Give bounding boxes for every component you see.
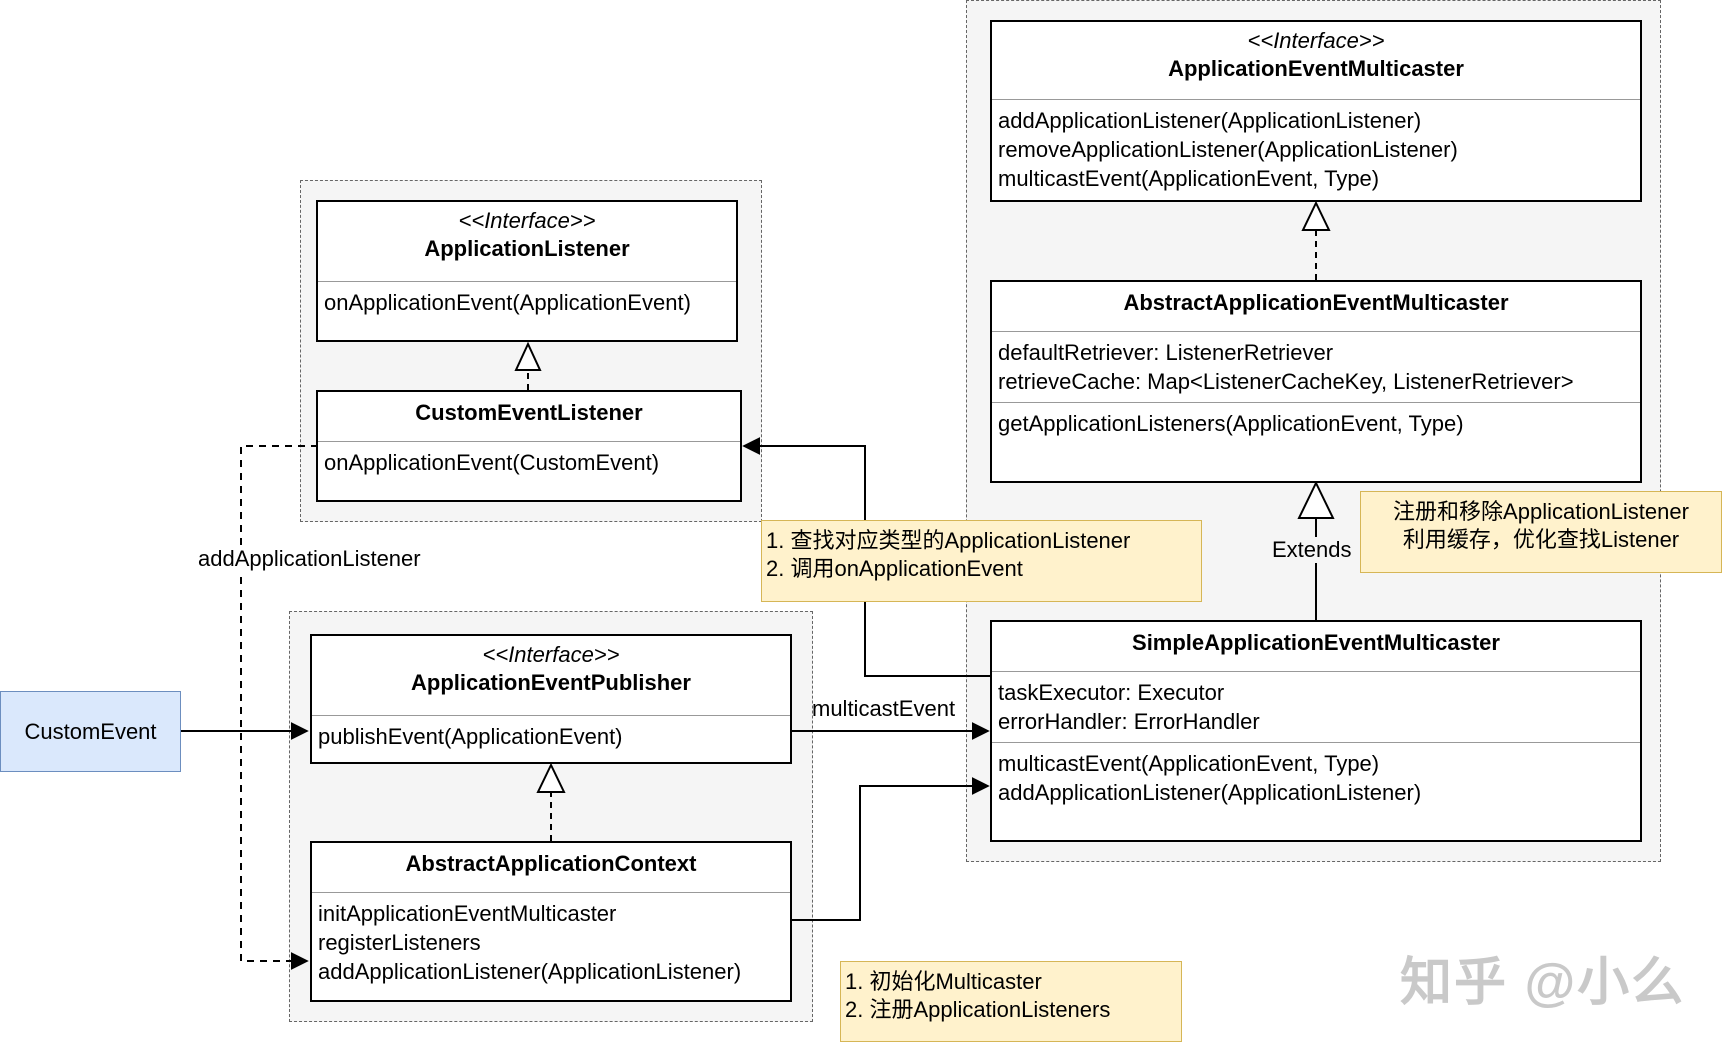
note-line: 1. 查找对应类型的ApplicationListener [766,528,1131,553]
method: multicastEvent(ApplicationEvent, Type) [998,751,1380,776]
method: publishEvent(ApplicationEvent) [318,724,623,749]
method: registerListeners [318,930,481,955]
listener-realization-head [514,341,542,371]
application-event-multicaster-class: <<Interface>> ApplicationEventMulticaste… [990,20,1642,202]
application-listener-class: <<Interface>> ApplicationListener onAppl… [316,200,738,342]
class-name: SimpleApplicationEventMulticaster [1132,630,1500,655]
method: addApplicationListener(ApplicationListen… [998,780,1422,805]
method: getApplicationListeners(ApplicationEvent… [998,411,1464,436]
method: multicastEvent(ApplicationEvent, Type) [998,166,1380,191]
extends-edge-label: Extends [1272,537,1352,563]
multicaster-realization-head [1301,200,1331,231]
class-name: AbstractApplicationContext [405,851,697,876]
note-line: 1. 初始化Multicaster [845,969,1042,994]
class-fields: defaultRetriever: ListenerRetriever retr… [992,332,1640,402]
class-stereotype: <<Interface>> [1247,28,1385,53]
class-header: AbstractApplicationEventMulticaster [992,282,1640,332]
custom-event-listener-class: CustomEventListener onApplicationEvent(C… [316,390,742,502]
class-name: ApplicationEventPublisher [411,670,691,695]
method: addApplicationListener(ApplicationListen… [998,108,1422,133]
class-methods: publishEvent(ApplicationEvent) [312,716,790,757]
class-header: AbstractApplicationContext [312,843,790,893]
field: defaultRetriever: ListenerRetriever [998,340,1334,365]
field: errorHandler: ErrorHandler [998,709,1260,734]
add-listener-edge-label: addApplicationListener [198,546,421,572]
method: onApplicationEvent(CustomEvent) [324,450,660,475]
class-header: CustomEventListener [318,392,740,442]
field: taskExecutor: Executor [998,680,1225,705]
application-event-publisher-class: <<Interface>> ApplicationEventPublisher … [310,634,792,764]
class-stereotype: <<Interface>> [482,642,620,667]
field: retrieveCache: Map<ListenerCacheKey, Lis… [998,369,1574,394]
class-methods: initApplicationEventMulticaster register… [312,893,790,992]
class-header: <<Interface>> ApplicationListener [318,202,736,282]
find-listener-note: 1. 查找对应类型的ApplicationListener 2. 调用onApp… [761,520,1202,602]
simple-application-event-multicaster-class: SimpleApplicationEventMulticaster taskEx… [990,620,1642,842]
add-listener-dashed-arrow [240,445,318,970]
note-line: 注册和移除ApplicationListener [1393,499,1689,524]
class-stereotype: <<Interface>> [458,208,596,233]
method: onApplicationEvent(ApplicationEvent) [324,290,691,315]
class-methods: multicastEvent(ApplicationEvent, Type) a… [992,742,1640,813]
class-methods: onApplicationEvent(CustomEvent) [318,442,740,483]
method: removeApplicationListener(ApplicationLis… [998,137,1458,162]
custom-event-label: CustomEvent [24,718,157,744]
class-name: ApplicationListener [424,236,630,261]
class-methods: onApplicationEvent(ApplicationEvent) [318,282,736,323]
context-to-multicast-arrow [791,777,990,921]
abstract-application-event-multicaster-class: AbstractApplicationEventMulticaster defa… [990,280,1642,483]
register-remove-note: 注册和移除ApplicationListener 利用缓存，优化查找Listen… [1360,491,1722,573]
note-line: 2. 调用onApplicationEvent [766,556,1023,581]
class-header: <<Interface>> ApplicationEventPublisher [312,636,790,716]
multicast-event-edge-label: multicastEvent [812,696,956,721]
class-name: ApplicationEventMulticaster [1168,56,1464,81]
class-methods: getApplicationListeners(ApplicationEvent… [992,402,1640,444]
custom-event-box: CustomEvent [0,691,181,772]
class-header: SimpleApplicationEventMulticaster [992,622,1640,672]
extends-head [1297,480,1335,519]
class-fields: taskExecutor: Executor errorHandler: Err… [992,672,1640,742]
class-header: <<Interface>> ApplicationEventMulticaste… [992,22,1640,100]
context-realization-head [536,762,566,793]
class-methods: addApplicationListener(ApplicationListen… [992,100,1640,199]
note-line: 2. 注册ApplicationListeners [845,997,1111,1022]
init-multicaster-note: 1. 初始化Multicaster 2. 注册ApplicationListen… [840,961,1182,1042]
note-line: 利用缓存，优化查找Listener [1402,527,1680,552]
abstract-application-context-class: AbstractApplicationContext initApplicati… [310,841,792,1002]
method: addApplicationListener(ApplicationListen… [318,959,742,984]
method: initApplicationEventMulticaster [318,901,617,926]
watermark-text: 知乎 @小么 [1400,954,1686,1012]
class-name: CustomEventListener [415,400,643,425]
class-name: AbstractApplicationEventMulticaster [1123,290,1509,315]
